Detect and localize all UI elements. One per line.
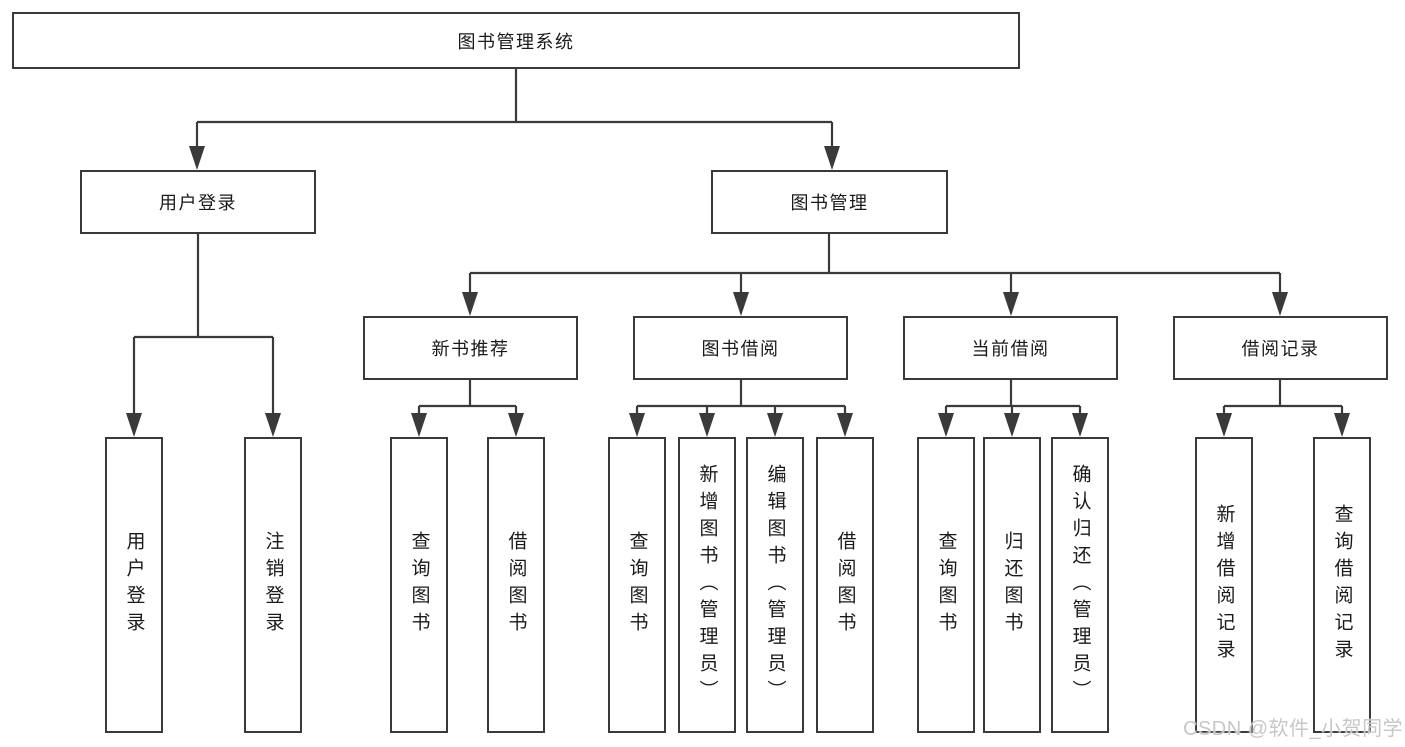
leaf-recommend-query-books: 查询图书: [390, 437, 448, 733]
arrow-down-icon: [1004, 413, 1020, 437]
arrow-down-icon: [1272, 292, 1288, 316]
node-current-borrowing-label: 当前借阅: [971, 339, 1050, 359]
arrow-down-icon: [126, 413, 142, 437]
watermark: CSDN @软件_小贺同学: [1183, 718, 1404, 740]
leaf-borrowing-query-books-label: 查询图书: [626, 531, 648, 639]
leaf-logout-label: 注销登录: [262, 531, 284, 639]
arrow-down-icon: [938, 413, 954, 437]
leaf-current-query-books: 查询图书: [917, 437, 975, 733]
node-new-book-recommend-label: 新书推荐: [431, 339, 510, 359]
leaf-recommend-borrow-books: 借阅图书: [487, 437, 545, 733]
node-new-book-recommend: 新书推荐: [363, 316, 578, 380]
leaf-records-add-record: 新增借阅记录: [1195, 437, 1253, 733]
leaf-current-confirm-return-label: 确认归还（管理员）: [1069, 463, 1091, 707]
node-user-login: 用户登录: [80, 170, 316, 234]
node-book-management-label: 图书管理: [790, 193, 869, 213]
node-book-management: 图书管理: [711, 170, 948, 234]
node-borrowing-records-label: 借阅记录: [1241, 339, 1320, 359]
node-book-borrowing: 图书借阅: [633, 316, 848, 380]
arrow-down-icon: [1334, 413, 1350, 437]
arrow-down-icon: [699, 413, 715, 437]
arrow-down-icon: [508, 413, 524, 437]
node-library-management-system-label: 图书管理系统: [457, 31, 575, 52]
leaf-user-login-label: 用户登录: [123, 531, 145, 639]
leaf-borrowing-add-books-label: 新增图书（管理员）: [696, 463, 718, 707]
node-library-management-system: 图书管理系统: [12, 12, 1020, 69]
arrow-down-icon: [1003, 292, 1019, 316]
arrow-down-icon: [189, 146, 205, 170]
leaf-current-confirm-return: 确认归还（管理员）: [1051, 437, 1109, 733]
leaf-borrowing-edit-books-label: 编辑图书（管理员）: [764, 463, 786, 707]
leaf-records-query-record: 查询借阅记录: [1313, 437, 1371, 733]
leaf-borrowing-query-books: 查询图书: [608, 437, 666, 733]
arrow-down-icon: [837, 413, 853, 437]
leaf-current-return-books-label: 归还图书: [1001, 531, 1023, 639]
arrow-down-icon: [462, 292, 478, 316]
arrow-down-icon: [629, 413, 645, 437]
leaf-records-add-record-label: 新增借阅记录: [1213, 504, 1235, 666]
node-user-login-label: 用户登录: [159, 193, 237, 213]
node-current-borrowing: 当前借阅: [903, 316, 1118, 380]
leaf-borrowing-add-books: 新增图书（管理员）: [678, 437, 736, 733]
leaf-records-query-record-label: 查询借阅记录: [1331, 504, 1353, 666]
arrow-down-icon: [1072, 413, 1088, 437]
arrow-down-icon: [733, 292, 749, 316]
arrow-down-icon: [265, 413, 281, 437]
node-borrowing-records: 借阅记录: [1173, 316, 1388, 380]
leaf-user-login: 用户登录: [105, 437, 163, 733]
leaf-borrowing-borrow-books-label: 借阅图书: [834, 531, 856, 639]
leaf-recommend-borrow-books-label: 借阅图书: [505, 531, 527, 639]
leaf-current-query-books-label: 查询图书: [935, 531, 957, 639]
leaf-recommend-query-books-label: 查询图书: [408, 531, 430, 639]
node-book-borrowing-label: 图书借阅: [701, 339, 780, 359]
leaf-current-return-books: 归还图书: [983, 437, 1041, 733]
arrow-down-icon: [824, 146, 840, 170]
arrow-down-icon: [767, 413, 783, 437]
leaf-borrowing-edit-books: 编辑图书（管理员）: [746, 437, 804, 733]
leaf-logout: 注销登录: [244, 437, 302, 733]
arrow-down-icon: [411, 413, 427, 437]
leaf-borrowing-borrow-books: 借阅图书: [816, 437, 874, 733]
arrow-down-icon: [1216, 413, 1232, 437]
